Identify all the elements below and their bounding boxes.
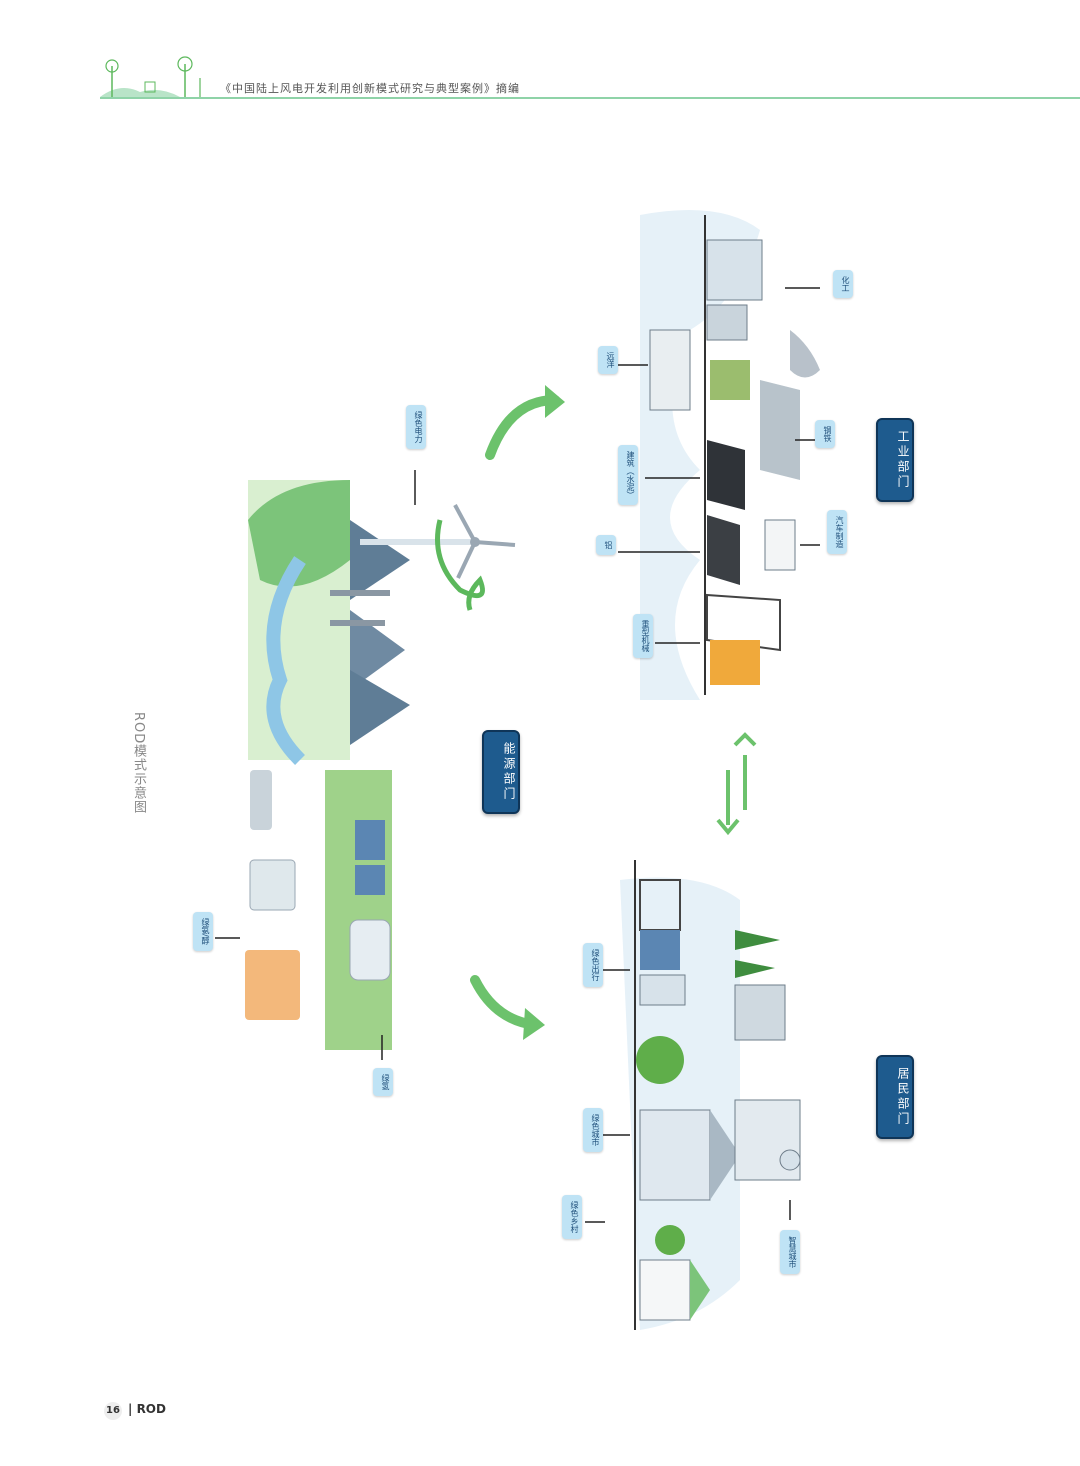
dept-residential: 居民部门 [876,1055,914,1139]
label-green-power: 绿色电力 [406,405,426,449]
energy-landscape [245,480,410,1050]
dept-energy: 能源部门 [482,730,520,814]
label-chemical: 化工 [833,270,853,298]
footer-separator: | [128,1402,137,1416]
page-footer: 16 | ROD [104,1402,166,1420]
wind-turbine-icon [360,504,516,611]
residential-landscape [620,860,801,1330]
figure-caption: ROD模式示意图 [131,712,146,815]
label-green-hydrogen: 绿氢 [373,1068,393,1096]
industry-landscape [640,210,820,700]
arrow-industry-residential-icon [716,732,757,836]
page-number: 16 [104,1402,122,1420]
label-steel: 钢铁 [815,420,835,448]
wind-turbine-logo-icon [100,56,201,97]
label-aluminum: 铝 [596,535,616,555]
label-green-travel: 绿色出行 [583,943,603,987]
dept-industry: 工业部门 [876,418,914,502]
label-shipping: 远洋 [598,346,618,374]
page-header: 《中国陆上风电开发利用创新模式研究与典型案例》摘编 [100,52,1080,102]
label-building: 建筑（水泥） [618,445,638,505]
arrow-energy-to-industry-icon [485,385,565,460]
label-auto: 汽车制造 [827,510,847,554]
label-smart-city: 智慧城市 [780,1230,800,1274]
leader-lines [215,287,820,1223]
arrow-energy-to-residential-icon [470,975,545,1040]
label-green-village: 绿色乡村 [562,1195,582,1239]
header-rule [100,97,1080,99]
footer-brand: ROD [136,1402,166,1416]
label-green-city: 绿色城市 [583,1108,603,1152]
label-machinery: 重型机械 [633,614,653,658]
label-green-ammonia: 绿氨/醇 [193,912,213,951]
header-title: 《中国陆上风电开发利用创新模式研究与典型案例》摘编 [220,82,520,95]
